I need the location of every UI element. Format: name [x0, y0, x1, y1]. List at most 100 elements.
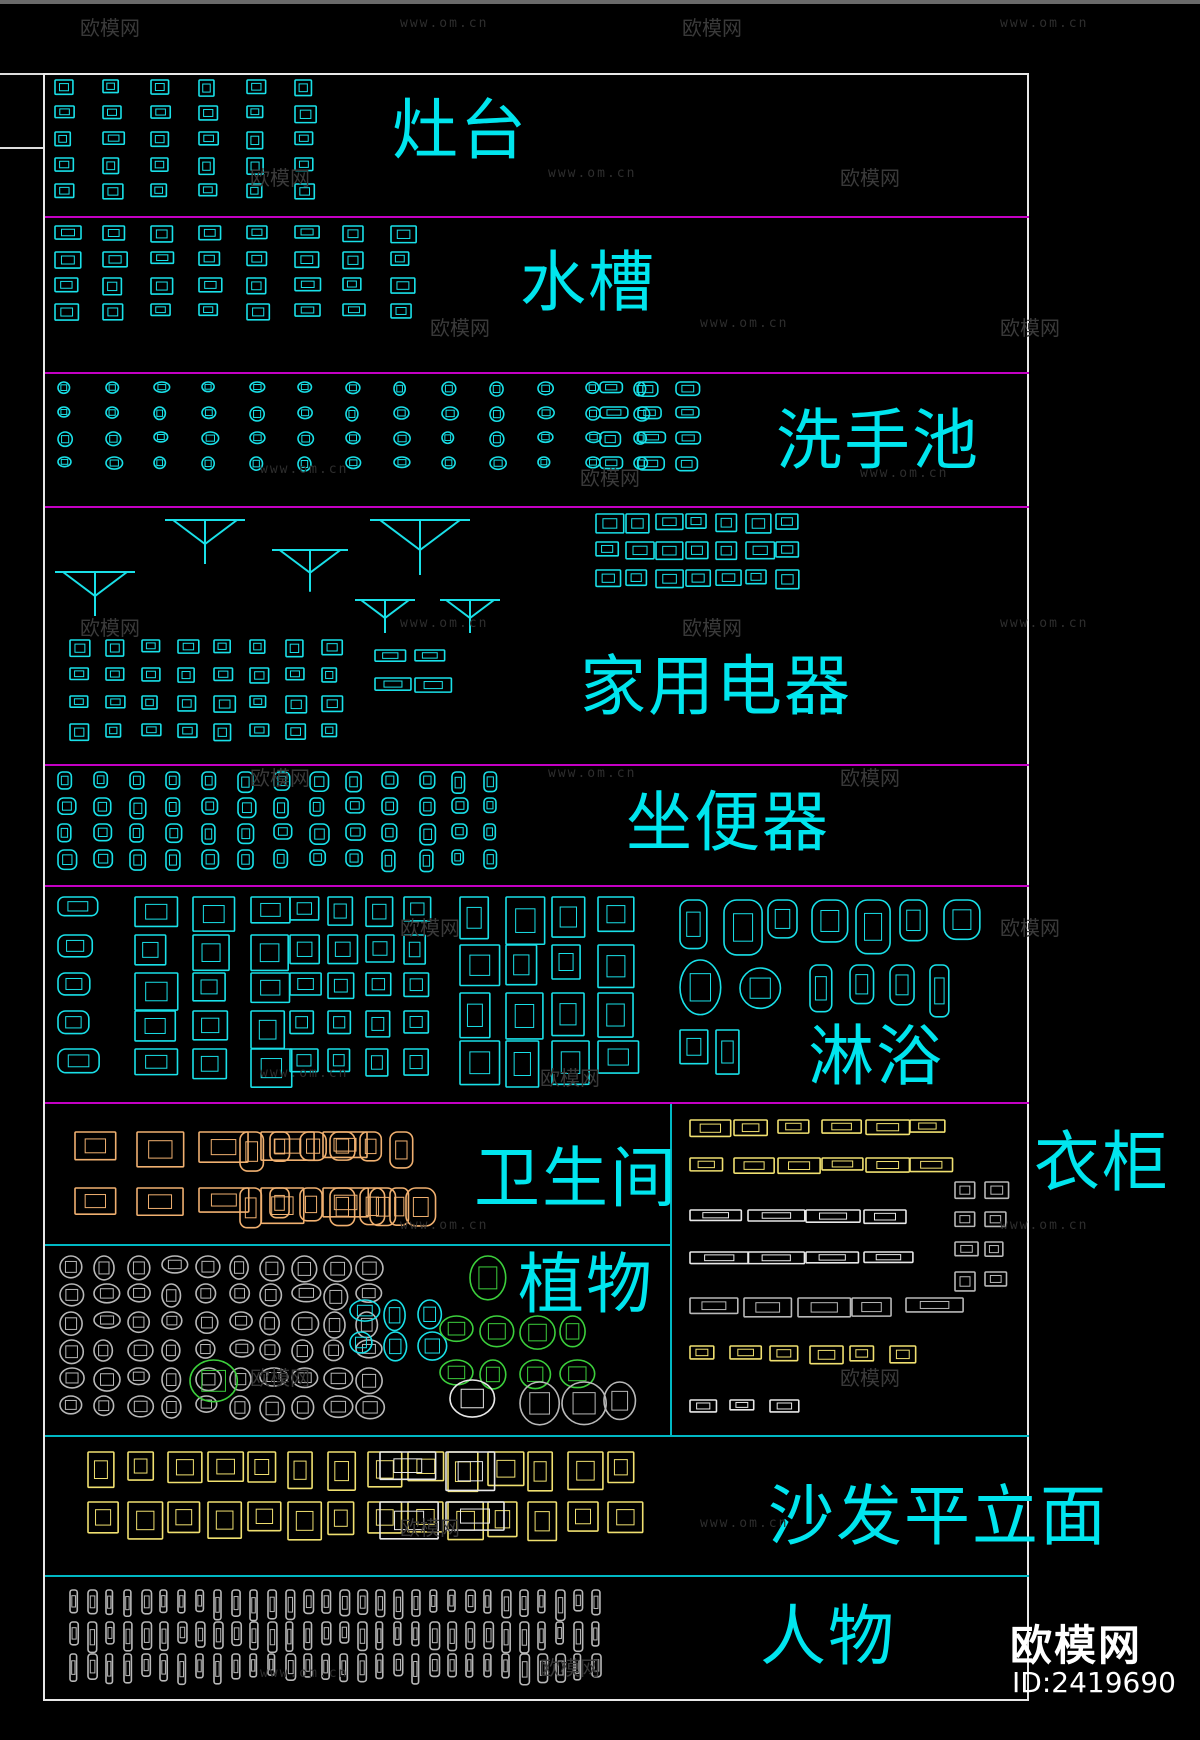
person-block-icon[interactable] [447, 1653, 458, 1678]
sink-block-icon[interactable] [150, 225, 174, 243]
appliance-block-icon[interactable] [595, 541, 620, 557]
appliance-block-icon[interactable] [374, 649, 407, 662]
bathtub-block-icon[interactable] [459, 1040, 501, 1086]
person-block-icon[interactable] [429, 1589, 438, 1613]
person-block-icon[interactable] [231, 1653, 241, 1680]
person-block-icon[interactable] [123, 1621, 133, 1652]
person-block-icon[interactable] [573, 1621, 584, 1653]
toilet-block-icon[interactable] [419, 797, 436, 817]
sofa-block-icon[interactable] [207, 1451, 245, 1483]
toilet-block-icon[interactable] [237, 771, 254, 794]
toilet-block-icon[interactable] [93, 823, 113, 842]
basin-block-icon[interactable] [297, 431, 315, 447]
plant-block-icon[interactable] [59, 1255, 83, 1279]
toilet-block-icon[interactable] [345, 797, 365, 814]
toilet-block-icon[interactable] [129, 849, 147, 871]
stove-block-icon[interactable] [150, 157, 169, 172]
sofa-block-icon[interactable] [87, 1451, 115, 1489]
plant-block-icon[interactable] [59, 1311, 83, 1337]
sofa-block-icon[interactable] [487, 1451, 525, 1487]
person-block-icon[interactable] [123, 1589, 132, 1618]
person-block-icon[interactable] [195, 1653, 204, 1679]
person-block-icon[interactable] [159, 1621, 169, 1652]
person-block-icon[interactable] [555, 1653, 567, 1683]
toilet-block-icon[interactable] [129, 823, 144, 843]
shower-block-icon[interactable] [134, 1010, 177, 1042]
wardrobe-block-icon[interactable] [689, 1119, 732, 1138]
basin-block-icon[interactable] [297, 381, 313, 393]
person-block-icon[interactable] [159, 1653, 169, 1682]
appliance-block-icon[interactable] [105, 667, 125, 681]
bathtub-block-icon[interactable] [849, 964, 875, 1005]
person-block-icon[interactable] [285, 1589, 296, 1621]
appliance-block-icon[interactable] [745, 541, 776, 560]
appliance-block-icon[interactable] [685, 569, 712, 587]
person-block-icon[interactable] [177, 1653, 187, 1686]
bathtub-block-icon[interactable] [809, 964, 833, 1013]
basin-block-icon[interactable] [393, 431, 411, 446]
sink-block-icon[interactable] [342, 225, 364, 243]
wardrobe-block-icon[interactable] [689, 1297, 739, 1315]
stove-block-icon[interactable] [102, 105, 122, 120]
basin-block-icon[interactable] [249, 381, 266, 393]
stove-block-icon[interactable] [198, 105, 219, 121]
wardrobe-block-icon[interactable] [954, 1271, 976, 1292]
section-label-zuobianqi[interactable]: 坐便器 [626, 784, 830, 861]
sofa-block-icon[interactable] [445, 1451, 496, 1492]
wardrobe-block-icon[interactable] [747, 1251, 806, 1265]
wardrobe-block-icon[interactable] [954, 1181, 976, 1200]
stove-block-icon[interactable] [54, 105, 75, 119]
sink-block-icon[interactable] [102, 225, 126, 241]
toilet-block-icon[interactable] [93, 849, 114, 869]
basin-block-icon[interactable] [201, 381, 215, 393]
toilet-block-icon[interactable] [483, 849, 498, 870]
appliance-block-icon[interactable] [685, 513, 707, 529]
section-label-xishouchi[interactable]: 洗手池 [776, 402, 980, 479]
shower-block-icon[interactable] [679, 1029, 709, 1065]
bathtub-block-icon[interactable] [811, 899, 849, 943]
person-block-icon[interactable] [357, 1589, 369, 1616]
bathtub-block-icon[interactable] [57, 896, 99, 917]
toilet-block-icon[interactable] [237, 797, 257, 819]
section-label-zhiwu[interactable]: 植物 [518, 1246, 654, 1323]
bathtub-block-icon[interactable] [767, 899, 798, 939]
round-tub-icon[interactable] [679, 959, 722, 1016]
plant-block-icon[interactable] [323, 1339, 345, 1362]
sofa-block-icon[interactable] [167, 1501, 201, 1534]
ceiling-fan-icon[interactable] [370, 519, 470, 575]
person-block-icon[interactable] [213, 1621, 224, 1650]
sofa-block-icon[interactable] [527, 1451, 554, 1492]
shower-block-icon[interactable] [365, 972, 392, 997]
stove-block-icon[interactable] [294, 183, 316, 200]
shower-block-icon[interactable] [365, 1048, 389, 1077]
plant-block-icon[interactable] [291, 1311, 320, 1336]
person-block-icon[interactable] [465, 1653, 474, 1678]
plant-block-icon[interactable] [349, 1299, 381, 1322]
shower-block-icon[interactable] [192, 1010, 229, 1041]
plant-block-icon[interactable] [559, 1315, 586, 1348]
plant-block-icon[interactable] [59, 1283, 85, 1307]
person-block-icon[interactable] [537, 1621, 546, 1651]
plant-block-icon[interactable] [93, 1395, 115, 1417]
sink-block-icon[interactable] [294, 303, 321, 317]
stove-block-icon[interactable] [54, 157, 75, 172]
plant-block-icon[interactable] [127, 1283, 151, 1303]
plant-block-icon[interactable] [127, 1367, 151, 1386]
person-block-icon[interactable] [87, 1589, 98, 1615]
toilet-block-icon[interactable] [237, 849, 254, 870]
person-block-icon[interactable] [141, 1621, 153, 1651]
shower-block-icon[interactable] [327, 1010, 352, 1035]
appliance-block-icon[interactable] [715, 569, 742, 587]
sofa-block-icon[interactable] [127, 1451, 155, 1481]
bathtub-block-icon[interactable] [459, 944, 501, 987]
wardrobe-block-icon[interactable] [769, 1399, 800, 1413]
stove-block-icon[interactable] [246, 131, 264, 150]
appliance-block-icon[interactable] [249, 723, 270, 737]
person-block-icon[interactable] [591, 1653, 602, 1678]
person-block-icon[interactable] [195, 1621, 206, 1648]
appliance-block-icon[interactable] [177, 667, 195, 683]
toilet-block-icon[interactable] [419, 771, 436, 789]
basin-block-icon[interactable] [599, 431, 622, 447]
section-label-linyu[interactable]: 淋浴 [808, 1018, 944, 1095]
appliance-block-icon[interactable] [775, 569, 800, 590]
